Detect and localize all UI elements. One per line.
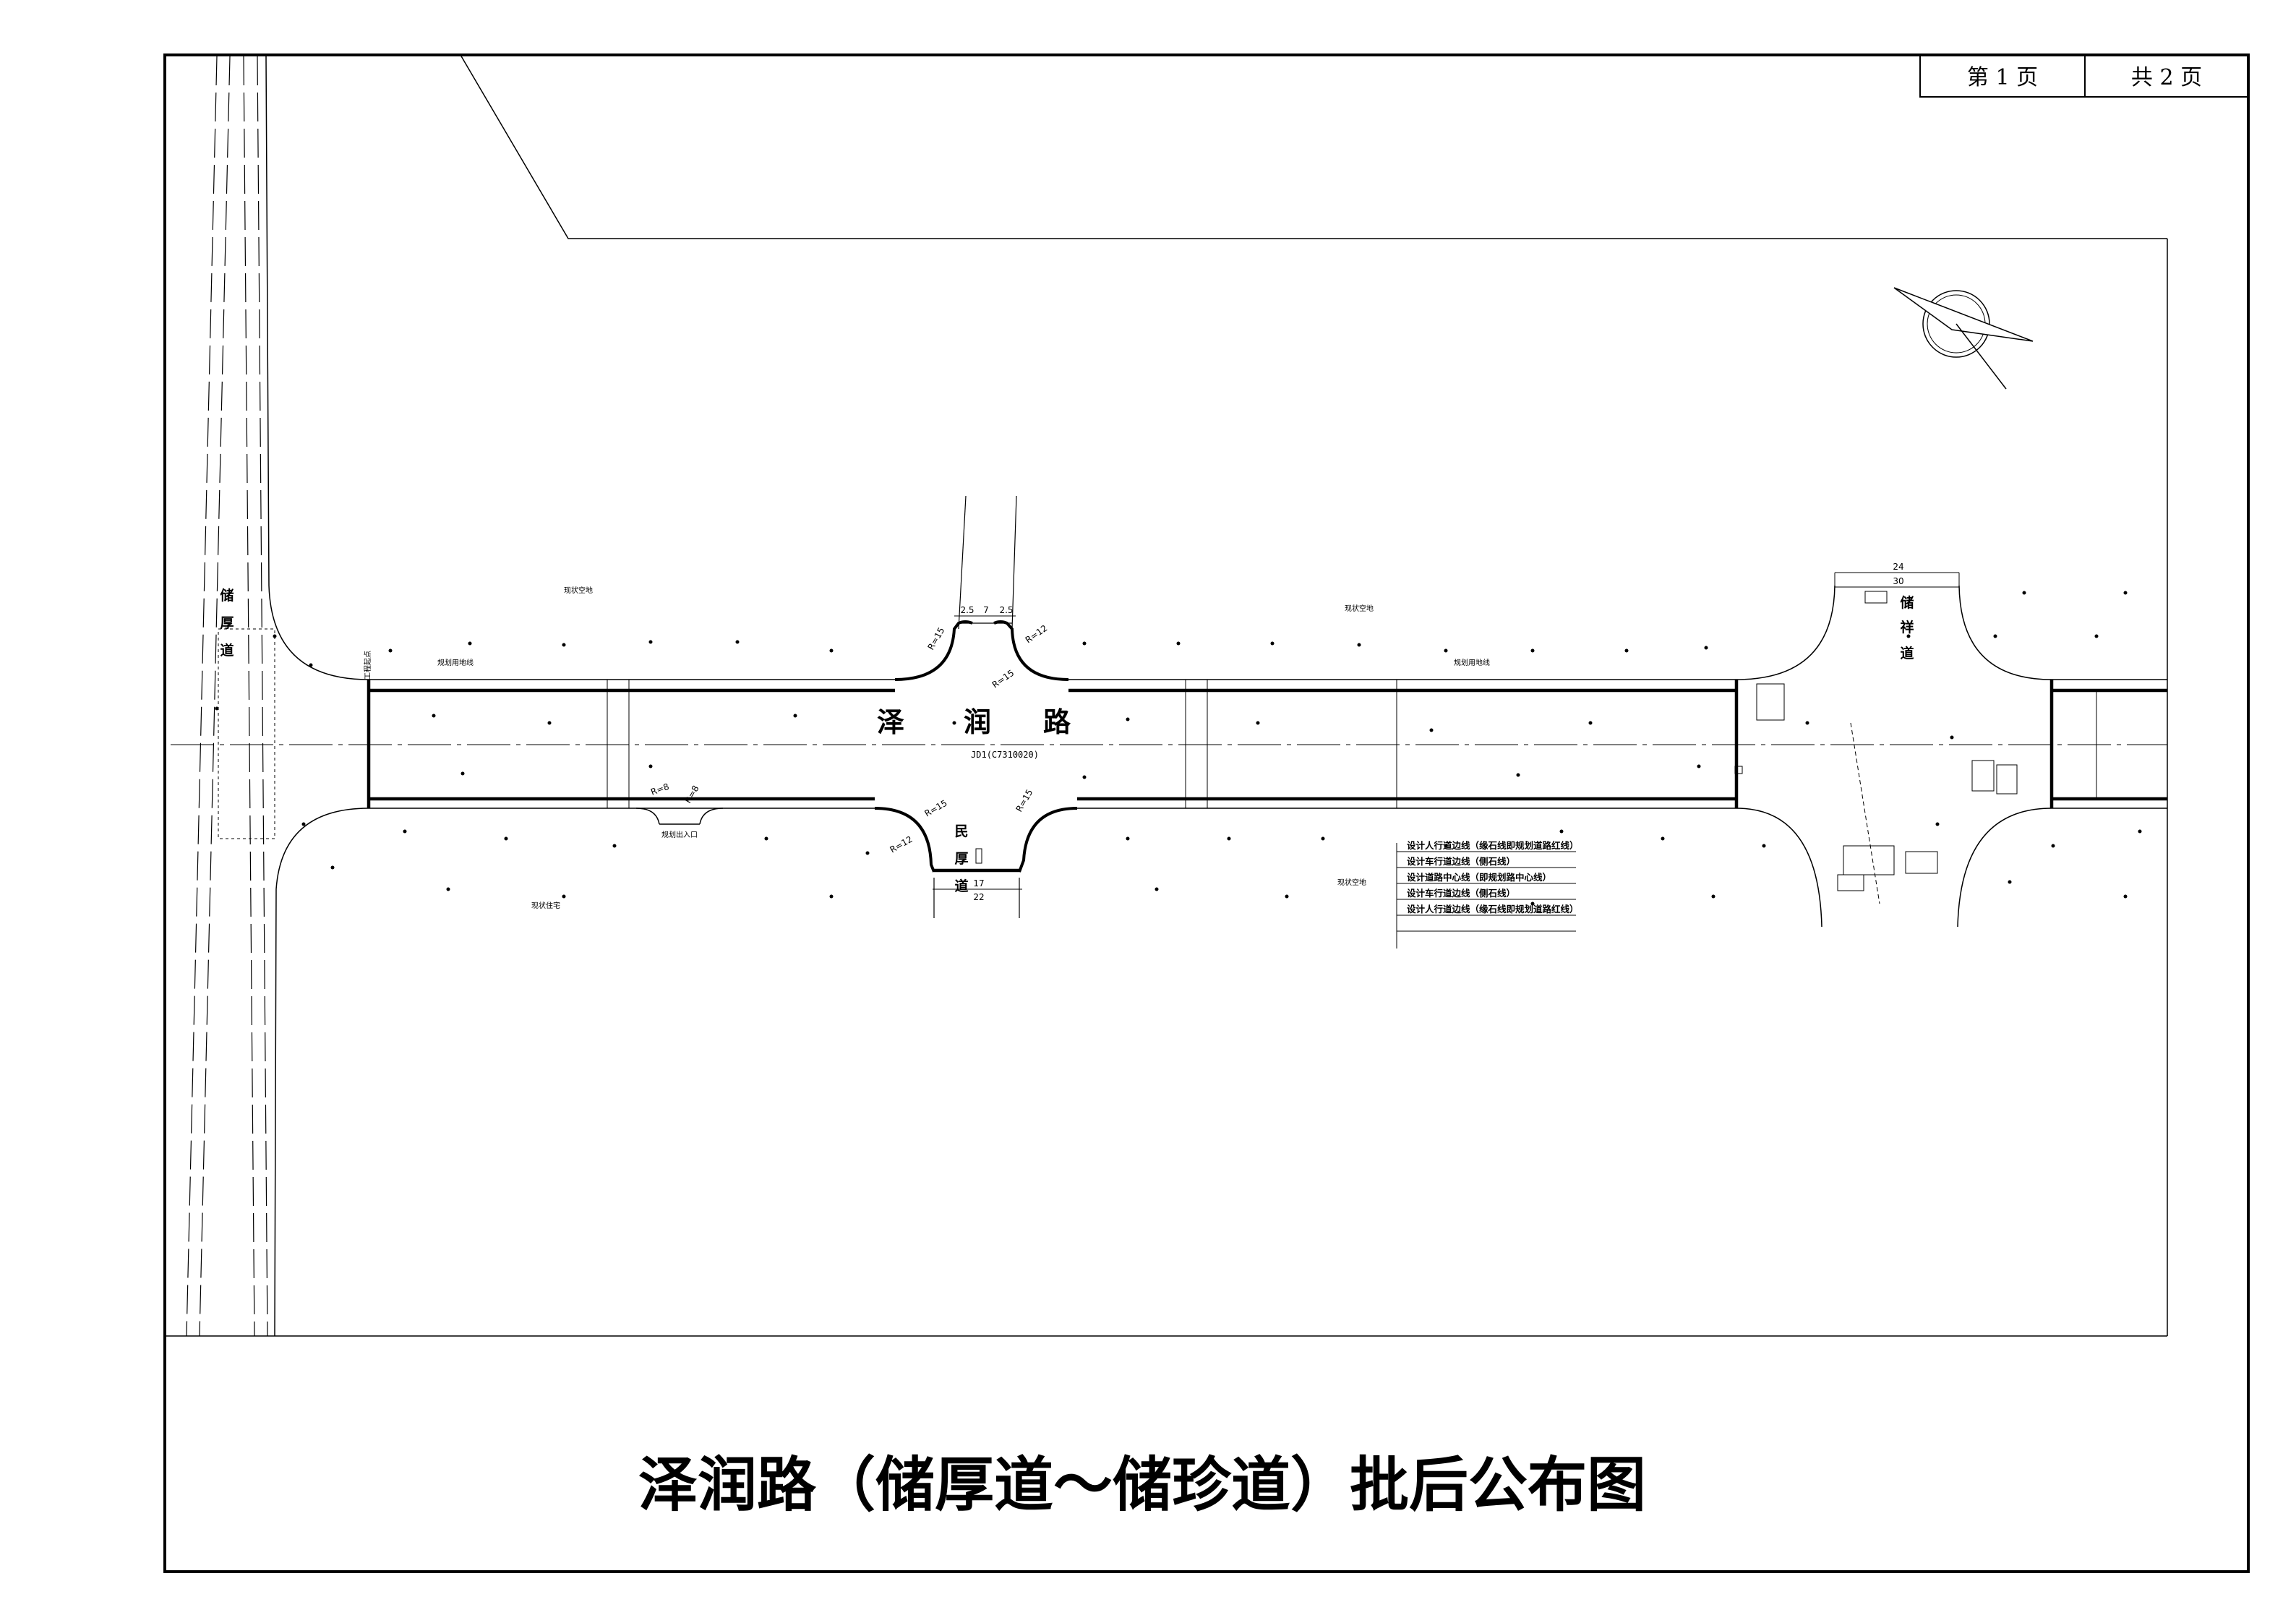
drawing-title: 泽润路（储厚道～储珍道）批后公布图	[638, 1451, 1646, 1520]
chuhou-char-3: 道	[220, 642, 234, 659]
minhou-char-1: 民	[954, 823, 968, 839]
main-road-char-2: 润	[964, 706, 991, 738]
page-number-table: 第 1 页 共 2 页	[1919, 54, 2249, 98]
minhou-char-3: 道	[954, 878, 968, 894]
dim-bottom-mid: 17	[973, 878, 984, 888]
legend-item-1: 设计人行道边线（缘石线即规划道路红线）	[1407, 840, 1579, 851]
north-branch	[894, 495, 1069, 681]
legend-item-2: 设计车行道边线（侧石线）	[1407, 856, 1515, 867]
main-road-char-1: 泽	[877, 706, 904, 738]
zone-north-1: 现状空地	[564, 586, 593, 595]
zone-north-2: 现状空地	[1345, 604, 1374, 613]
jd-label: JD1(C7310020)	[971, 750, 1039, 760]
dim-top-left: 2.5	[960, 605, 974, 615]
project-start-label: 工程起点	[364, 651, 372, 680]
chuxiang-intersection	[1734, 572, 2167, 928]
page-total: 共 2 页	[2131, 65, 2202, 90]
chuhou-char-1: 储	[220, 587, 234, 604]
north-arrow-icon	[1893, 287, 2034, 390]
dimension-labels: 2.5 7 2.5 17 22 24 30 R=15 R=12 R=15 R=1…	[649, 562, 1903, 902]
chuxiang-char-3: 道	[1900, 645, 1914, 661]
dim-bottom-total: 22	[973, 892, 984, 902]
legend-item-3: 设计道路中心线（即规划路中心线）	[1407, 872, 1551, 883]
dim-r-bottom-right: R=15	[1014, 787, 1035, 813]
dim-r-exit-right: R=8	[682, 784, 701, 805]
zerun-road	[171, 679, 2167, 809]
minhou-char-2: 厚	[954, 851, 968, 867]
boundary-label-1: 规划用地线	[437, 658, 474, 667]
boundary-label-2: 规划用地线	[1454, 658, 1490, 667]
dim-r-top-left: R=15	[925, 625, 946, 651]
dim-r-top-right-inner: R=15	[990, 668, 1016, 690]
planned-exit	[635, 808, 724, 825]
dim-top-mid: 7	[983, 605, 989, 615]
main-road-name: 泽 润 路	[877, 706, 1071, 738]
chuhou-road	[186, 56, 369, 1337]
site-boundary	[460, 54, 2167, 239]
line-legend	[1396, 843, 1576, 948]
main-road-char-3: 路	[1043, 706, 1071, 738]
zone-south-1: 现状住宅	[531, 901, 560, 910]
zone-south-2: 现状空地	[1337, 878, 1366, 887]
legend-item-4: 设计车行道边线（侧石线）	[1407, 888, 1515, 899]
dim-right-total: 24	[1893, 562, 1903, 572]
dim-r-bottom-left: R=12	[888, 834, 914, 855]
dim-r-exit-left: R=8	[649, 781, 670, 797]
dim-top-right: 2.5	[999, 605, 1013, 615]
minhou-road-name: 民 厚 道	[954, 823, 968, 894]
chuhou-road-name: 储 厚 道	[220, 587, 234, 659]
dim-right-inner: 30	[1893, 576, 1903, 586]
outer-frame	[163, 53, 2250, 1573]
chuhou-char-2: 厚	[220, 615, 234, 631]
page-number: 第 1 页	[1967, 65, 2038, 90]
chuxiang-char-2: 祥	[1900, 619, 1914, 635]
survey-points	[215, 591, 2142, 906]
legend-item-5: 设计人行道边线（缘石线即规划道路红线）	[1407, 904, 1579, 915]
exit-label: 规划出入口	[661, 830, 698, 839]
dim-r-top-right: R=12	[1024, 623, 1050, 646]
chuxiang-char-1: 储	[1900, 594, 1914, 611]
minhou-branch	[874, 807, 1078, 918]
dim-r-bottom-left-inner: R=15	[923, 798, 949, 819]
chuxiang-road-name: 储 祥 道	[1900, 594, 1914, 661]
